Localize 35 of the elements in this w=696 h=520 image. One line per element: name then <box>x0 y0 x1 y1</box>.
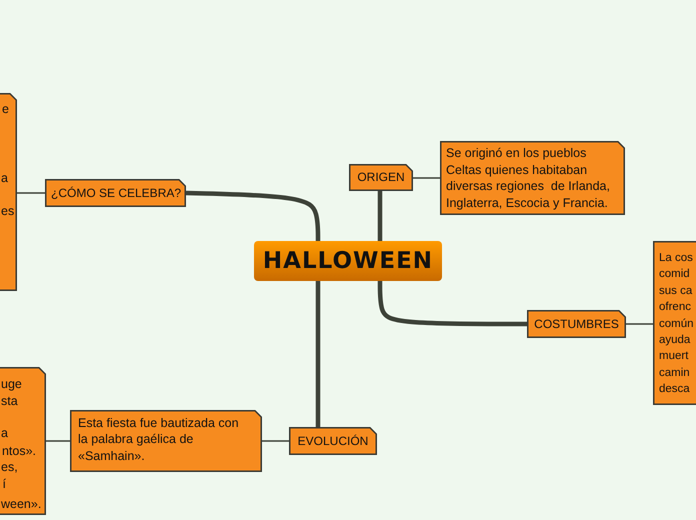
topic-box <box>527 310 626 338</box>
title-text: HALLOWEEN <box>262 247 434 275</box>
central-topic <box>254 241 442 281</box>
topic-box <box>349 164 413 191</box>
text-fragment: í <box>2 476 6 492</box>
connector-line <box>413 177 440 179</box>
connector-line <box>262 440 289 442</box>
text-fragment: e <box>2 101 9 117</box>
note-text: Se originó en los pueblos Celtas quienes habitaban diversas regiones de Irlanda, Inglaterra, Escocia y Francia. <box>446 145 611 211</box>
connector-line <box>186 190 320 241</box>
topic-box <box>45 179 186 207</box>
topic-label: COSTUMBRES <box>533 316 620 332</box>
text-fragment: es <box>1 203 14 219</box>
text-fragment: ntos». <box>2 443 36 459</box>
text-fragment: uge <box>1 376 22 392</box>
text-fragment: a <box>1 425 8 441</box>
connector-line <box>626 323 653 325</box>
text-fragment: sta <box>1 393 18 409</box>
note-box <box>440 141 625 215</box>
text-fragment: es, <box>1 459 18 475</box>
topic-label: EVOLUCIÓN <box>296 433 370 450</box>
topic-box <box>289 427 377 455</box>
topic-label: ¿CÓMO SE CELEBRA? <box>51 185 180 202</box>
note-text: Esta fiesta fue bautizada con la palabra gaélica de «Samhain». <box>78 415 240 464</box>
connector-line <box>378 281 527 326</box>
note-box <box>0 367 46 515</box>
connector-line <box>46 440 70 442</box>
topic-label: ORIGEN <box>357 169 405 186</box>
connector-line <box>17 192 45 194</box>
note-box <box>70 410 262 472</box>
text-fragment: a <box>1 170 8 186</box>
text-fragment: ween». <box>1 496 42 512</box>
connector-line <box>316 281 320 427</box>
note-text: La cos comid sus ca ofrenc común ayuda muert camin desca <box>659 251 695 398</box>
connector-line <box>378 191 382 241</box>
